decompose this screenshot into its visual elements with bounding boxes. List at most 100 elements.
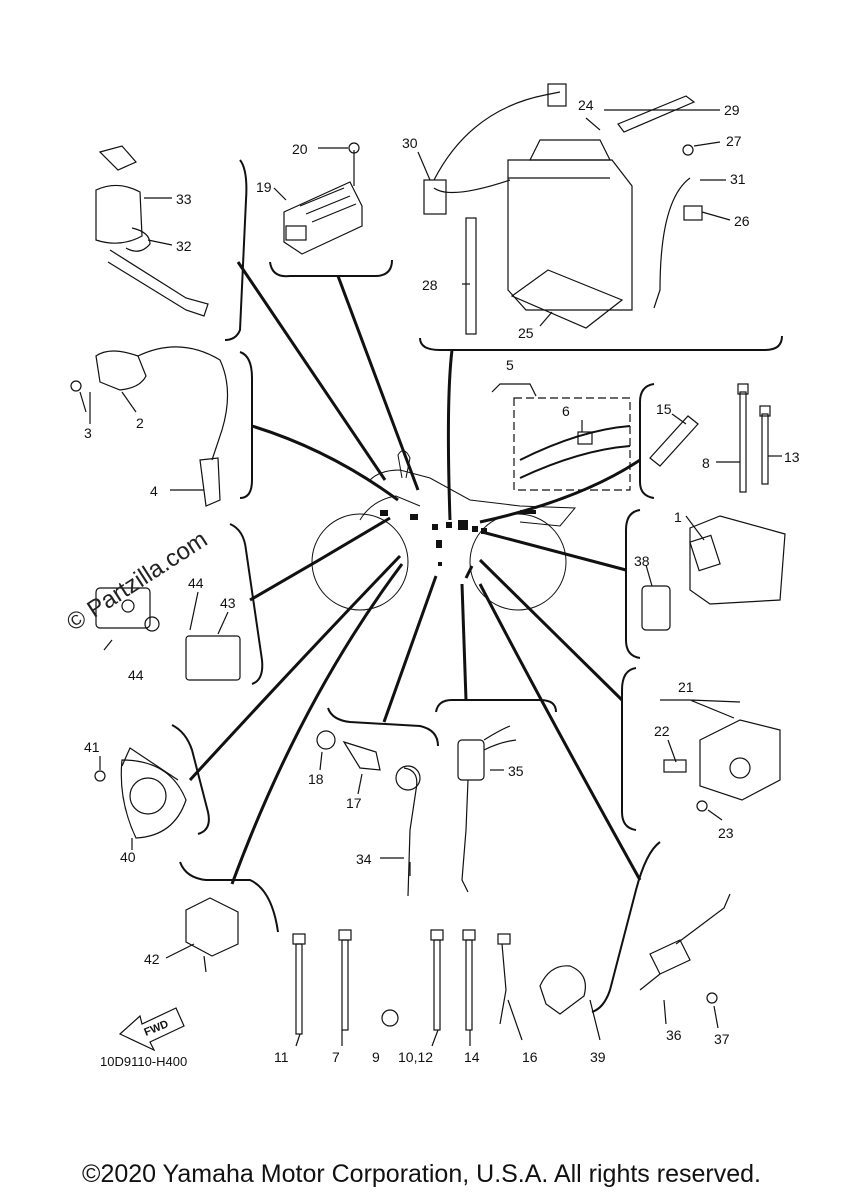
callout-34: 34 [356,851,372,867]
callout-4: 4 [150,483,158,499]
bracket-switch [435,699,557,713]
cable-tie-10-12 [433,939,441,1031]
clamp-39 [539,965,586,1015]
speed-sensor [639,893,731,991]
callout-20: 20 [292,141,308,157]
callout-9: 9 [372,1049,380,1065]
neutral-switch [342,740,381,771]
battery-connector [547,83,567,107]
callout-10-12: 10,12 [398,1049,433,1065]
leader-regulator [336,275,420,491]
callout-1: 1 [674,509,682,525]
bracket-bottom-left [179,861,279,933]
callout-23: 23 [718,825,734,841]
battery-bolt [682,144,694,156]
gasket [316,730,336,750]
battery-band [617,95,696,133]
leader-ecu [481,530,627,572]
horn [120,747,187,839]
reflector-nut [144,616,160,632]
bracket-coil [239,351,253,499]
bracket-sensor [327,707,439,747]
starter-relay [699,719,781,801]
sensor-bolt [706,992,718,1004]
rectifier-regulator [283,142,363,255]
callout-17: 17 [346,795,362,811]
callout-26: 26 [734,213,750,229]
callout-35: 35 [508,763,524,779]
leader-taillight [249,516,391,602]
callout-30: 30 [402,135,418,151]
callout-42: 42 [144,951,160,967]
harness-coupler [577,431,593,445]
callout-18: 18 [308,771,324,787]
callout-40: 40 [120,849,136,865]
callout-41: 41 [84,739,100,755]
leader-sensor [382,575,438,723]
clip-9 [381,1009,399,1027]
bracket-wiring-right [639,383,655,499]
callout-3: 3 [84,425,92,441]
bracket-taillight [229,523,264,685]
fuse-box-unit [641,585,671,631]
wire-harness-detail [513,397,631,491]
callout-25: 25 [518,325,534,341]
brake-switch [457,725,517,893]
callout-32: 32 [176,238,192,254]
leader-bottom-left [230,563,404,885]
cable-tie-11 [295,943,303,1035]
callout-44-lower: 44 [128,667,144,683]
reflector-side [185,635,241,681]
callout-13: 13 [784,449,800,465]
callout-16: 16 [522,1049,538,1065]
callout-11: 11 [274,1049,289,1065]
bracket-battery [419,335,783,351]
lead-wire [403,767,418,897]
relay-fuse [663,759,687,773]
callout-28: 28 [422,277,438,293]
leader-wiring [479,458,641,524]
copyright-notice: ©2020 Yamaha Motor Corporation, U.S.A. A… [82,1160,761,1188]
callout-38: 38 [634,553,650,569]
cable-tie-13 [761,413,769,485]
cable-tie-7 [341,939,349,1031]
bracket-bottom-right [591,841,661,1013]
main-switch [95,145,209,317]
bracket-ecu [625,509,641,659]
callout-37: 37 [714,1031,730,1047]
reflector-rear [95,587,151,629]
callout-5: 5 [506,357,514,373]
callout-27: 27 [726,133,742,149]
callout-2: 2 [136,415,144,431]
ecu-unit [689,515,786,605]
callout-21: 21 [678,679,694,695]
flasher-relay [185,897,239,973]
drawing-number: 10D9110-H400 [100,1054,187,1069]
connector-markers [380,510,536,566]
leader-relay [478,558,624,702]
callout-14: 14 [464,1049,480,1065]
callout-7: 7 [332,1049,340,1065]
terminal-cover [683,205,703,221]
battery-lead-positive [433,91,561,194]
callout-24: 24 [578,97,594,113]
callout-36: 36 [666,1027,682,1043]
bracket-regulator [269,259,393,278]
relay-bolt [696,800,708,812]
bracket-horn [171,724,210,835]
callout-43: 43 [220,595,236,611]
leader-battery [446,349,454,521]
callout-19: 19 [256,179,272,195]
callout-6: 6 [562,403,570,419]
callout-31: 31 [730,171,746,187]
fuse-holder [423,179,447,215]
vent-hose [465,217,477,335]
ignition-coil [95,346,229,507]
coil-bolt [70,380,82,392]
protector-tube [649,415,699,467]
bracket-top-left [224,159,248,341]
callout-29: 29 [724,102,740,118]
leader-switch [460,583,468,701]
leader-bottom-right [478,583,642,881]
